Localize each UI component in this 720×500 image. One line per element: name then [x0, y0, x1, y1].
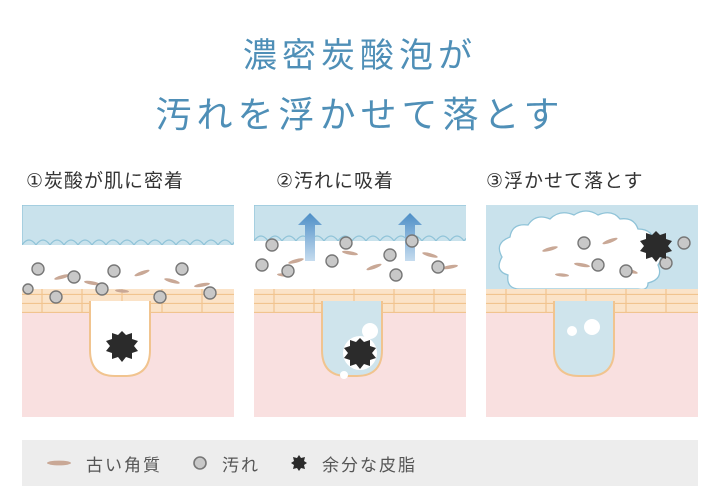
sebum-clump — [106, 331, 138, 362]
step-3-label: ③浮かせて落とす — [486, 170, 644, 192]
dirt-particle-icon — [193, 456, 207, 470]
legend-label-old-keratin: 古い角質 — [86, 455, 162, 476]
legend: 古い角質 汚れ 余分な皮脂 — [22, 440, 698, 486]
old-keratin-icon — [47, 460, 71, 466]
dirt-particles — [577, 236, 691, 278]
dirt-particles — [22, 262, 217, 304]
step-2-illustration — [254, 205, 466, 417]
headline-line-2: 汚れを浮かせて落とす — [155, 95, 565, 136]
pore-bubbles — [567, 319, 600, 336]
dirt-particles — [255, 234, 445, 282]
sebum-clump — [640, 231, 672, 262]
step-1-illustration — [22, 205, 234, 417]
legend-label-dirt: 汚れ — [222, 455, 260, 476]
legend-item-dirt: 汚れ — [192, 451, 260, 476]
pore-bubbles — [340, 323, 378, 379]
legend-item-sebum: 余分な皮脂 — [290, 451, 417, 476]
step-1-label: ①炭酸が肌に密着 — [26, 170, 185, 192]
headline-line-1: 濃密炭酸泡が — [243, 36, 477, 76]
legend-label-sebum: 余分な皮脂 — [322, 455, 417, 476]
excess-sebum-icon — [291, 455, 307, 471]
old-keratin-flakes — [54, 269, 210, 293]
sebum-clump — [343, 336, 377, 370]
legend-item-old-keratin: 古い角質 — [46, 451, 162, 476]
old-keratin-flakes — [542, 237, 638, 277]
step-3-illustration — [486, 205, 698, 417]
step-2-label: ②汚れに吸着 — [276, 170, 395, 192]
old-keratin-flakes — [277, 250, 458, 277]
